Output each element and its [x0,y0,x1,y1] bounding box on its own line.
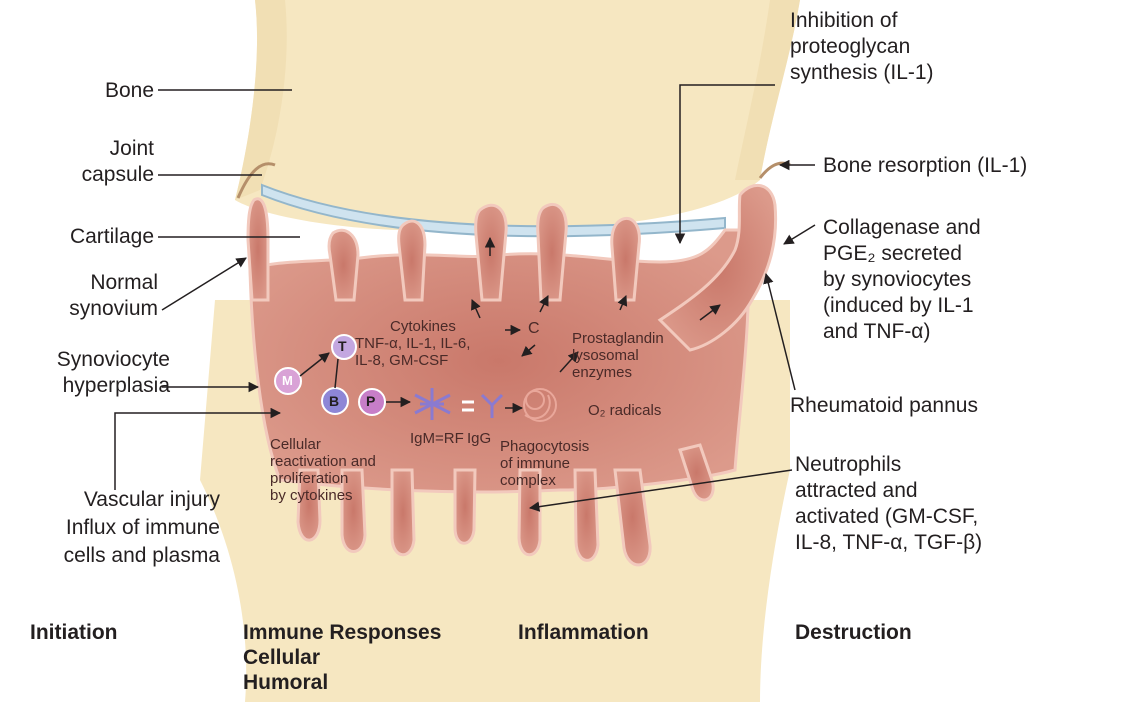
label-cytokines: Cytokines TNF-α, IL-1, IL-6, IL-8, GM-CS… [390,318,470,369]
label-bone-resorption: Bone resorption (IL-1) [823,153,1027,179]
label-collagenase: Collagenase and PGE₂ secreted by synovio… [823,215,981,345]
label-bone: Bone [30,78,154,104]
cell-label-t: T [338,338,347,355]
stage-initiation: Initiation [30,620,118,645]
label-normal-synovium: Normal synovium [20,270,158,322]
label-igg: IgG [467,430,491,447]
stage-destruction: Destruction [795,620,912,645]
stage-immune-responses: Immune Responses Cellular Humoral [243,620,441,695]
label-cartilage: Cartilage [20,224,154,250]
label-cellular-reactivation: Cellular reactivation and proliferation … [270,436,376,504]
upper-bone [235,0,800,232]
label-vascular-injury: Vascular injury Influx of immune cells a… [2,486,220,570]
label-prostaglandin: Prostaglandin lysosomal enzymes [572,330,664,381]
label-inhibition-proteoglycan: Inhibition of proteoglycan synthesis (IL… [790,8,934,86]
label-synoviocyte-hyperplasia: Synoviocyte hyperplasia [4,347,170,399]
cell-label-b: B [329,393,339,410]
label-o2-radicals: O₂ radicals [588,402,661,419]
label-complement: C [528,320,540,337]
stage-inflammation: Inflammation [518,620,649,645]
cell-label-p: P [366,393,375,410]
label-joint-capsule: Joint capsule [30,136,154,188]
label-phagocytosis: Phagocytosis of immune complex [500,438,589,489]
cell-label-m: M [282,372,293,389]
label-neutrophils: Neutrophils attracted and activated (GM-… [795,452,982,556]
label-rheumatoid-pannus: Rheumatoid pannus [790,393,978,419]
label-igm-rf: IgM=RF [410,430,464,447]
